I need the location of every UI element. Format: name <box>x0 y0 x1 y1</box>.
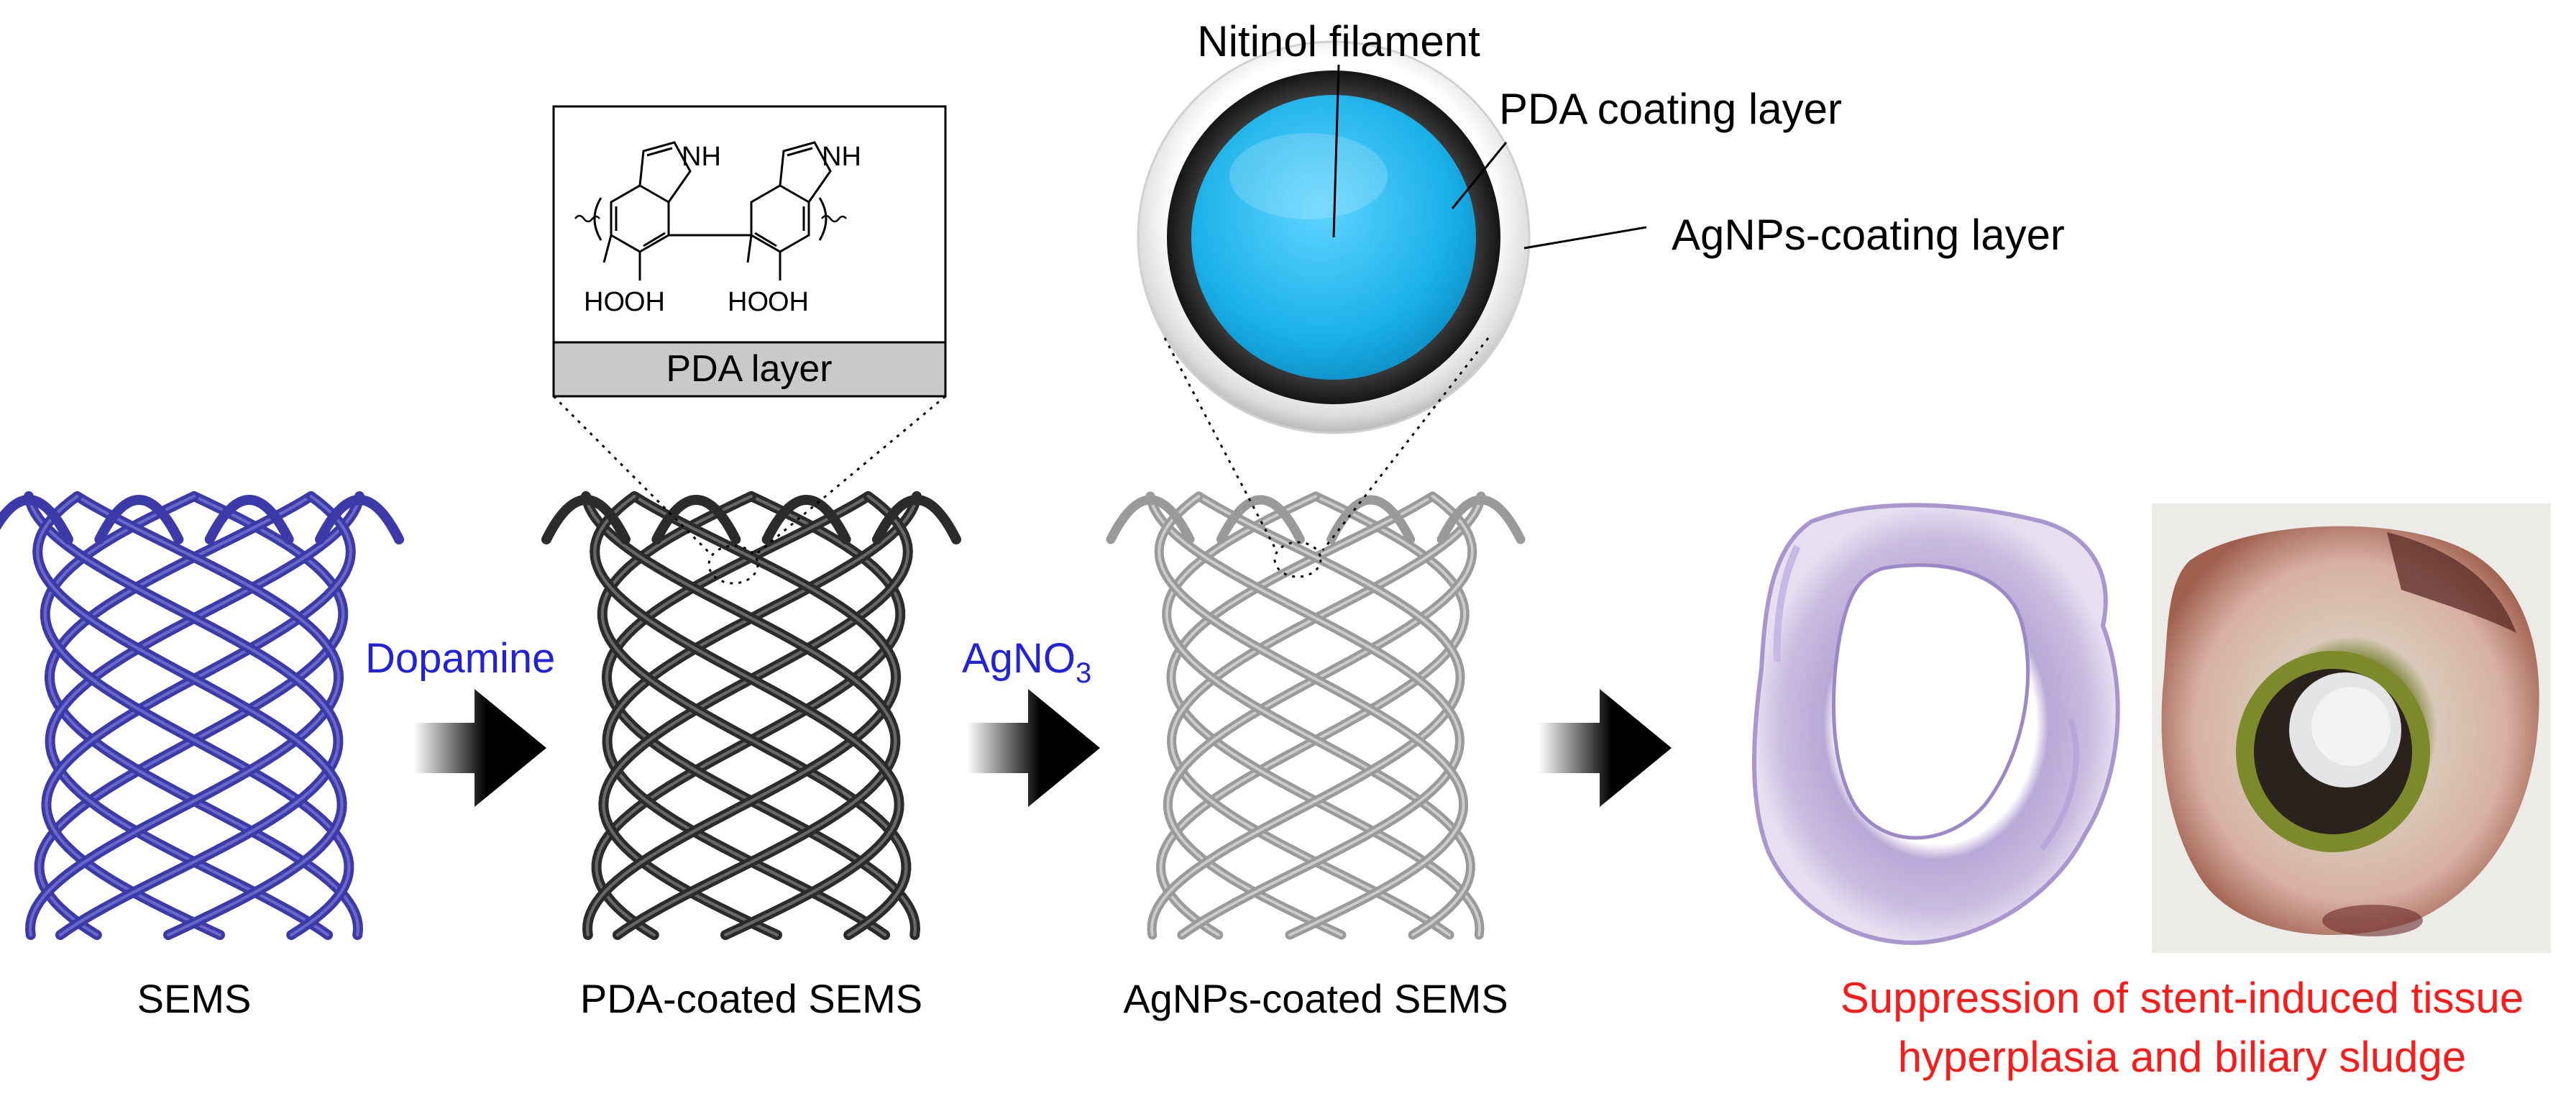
stent-wire-highlight <box>1149 495 1462 936</box>
dopamine-label: Dopamine <box>365 635 555 682</box>
zoom-lines-agnps <box>1163 337 1490 578</box>
stent-crown <box>1106 495 1195 544</box>
stent-wire-highlight <box>1150 495 1462 936</box>
nh-label-2: NH <box>822 142 861 172</box>
process-arrow-2 <box>967 689 1100 807</box>
pda-coated-stent-illustration <box>541 491 961 940</box>
oh-label-1: OH <box>624 287 665 317</box>
stent-wire-highlight <box>43 494 351 937</box>
histology-section-image <box>1752 503 2120 945</box>
ho-label-1: HO <box>584 287 625 317</box>
nh-label-1: NH <box>682 142 721 172</box>
pda-coating-layer-label: PDA coating layer <box>1499 85 1842 133</box>
stent-wire-highlight <box>36 494 344 937</box>
nitinol-filament-label: Nitinol filament <box>1197 17 1480 65</box>
stent-wire-highlight <box>600 494 908 937</box>
stent-crown <box>315 495 404 544</box>
outcome-caption-line2: hyperplasia and biliary sludge <box>1898 1033 2467 1081</box>
stent-wire-highlight <box>28 494 341 937</box>
zoom-lines-pda <box>552 395 946 585</box>
sems-stent-illustration <box>0 491 404 940</box>
oh-label-2: OH <box>768 287 809 317</box>
stent-wire-highlight <box>27 494 340 937</box>
stent-crown <box>1326 495 1416 544</box>
stent-crown <box>1436 495 1526 544</box>
agnps-coated-stent-illustration <box>1106 491 1526 940</box>
pda-sems-caption: PDA-coated SEMS <box>580 976 922 1021</box>
pda-layer-label: PDA layer <box>666 348 832 390</box>
pda-structure-box: PDA layer <box>552 105 947 398</box>
stent-crown <box>0 495 73 544</box>
stent-crown <box>204 495 294 544</box>
polydopamine-structure <box>574 141 847 280</box>
stent-crown <box>651 495 741 544</box>
stent-crown <box>872 495 961 544</box>
stent-wire-highlight <box>1158 495 1465 936</box>
stent-crown <box>541 495 631 544</box>
stent-wire-highlight <box>593 494 901 937</box>
agnps-coating-layer-label: AgNPs-coating layer <box>1672 211 2065 259</box>
sems-caption: SEMS <box>137 976 252 1021</box>
agno3-label: AgNO3 <box>962 635 1091 689</box>
stent-wire-highlight <box>585 494 898 937</box>
stent-wire-highlight <box>584 494 897 937</box>
ho-label-2: HO <box>728 287 769 317</box>
agnps-sems-caption: AgNPs-coated SEMS <box>1123 976 1508 1021</box>
stent-wire-highlight <box>37 494 345 937</box>
process-arrow-1 <box>413 689 546 807</box>
stent-wire-highlight <box>595 494 902 937</box>
stent-wire-highlight <box>1159 495 1467 936</box>
stent-crown <box>94 495 184 544</box>
explanted-tissue-photo <box>2152 503 2551 953</box>
process-arrow-3 <box>1539 689 1672 807</box>
stent-wire-highlight <box>1165 495 1472 936</box>
stent-crown <box>1216 495 1305 544</box>
callout-lines <box>1332 64 1647 250</box>
stent-crown <box>761 495 851 544</box>
outcome-caption-line1: Suppression of stent-induced tissue <box>1841 974 2524 1022</box>
